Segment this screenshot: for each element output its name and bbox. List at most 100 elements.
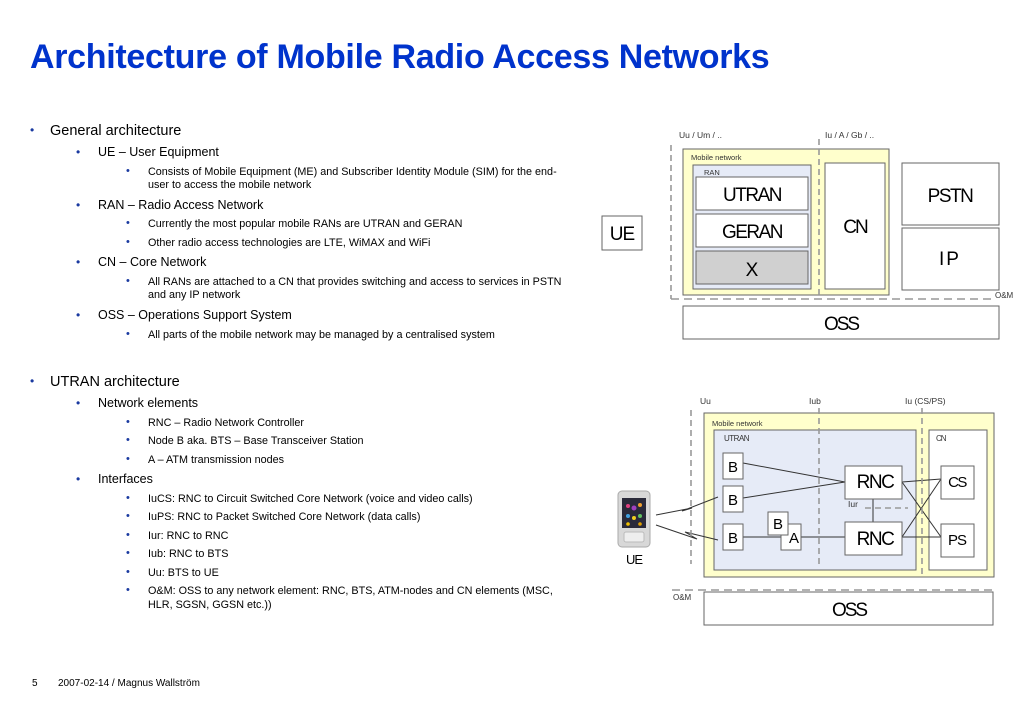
bullet-dot-icon: • [126,547,130,560]
bullets-utran: •UTRAN architecture • Network elements • R… [30,373,590,612]
bullet-text: Other radio access technologies are LTE,… [148,236,431,249]
link-b2-rnc1 [742,481,846,499]
bullet-l2: •Interfaces [30,472,590,488]
bullet-dot-icon: • [76,255,81,270]
bullet-dot-icon: • [30,374,35,388]
bullets-general: •General architecture • UE – User Equipme… [30,122,590,342]
ue-label: UE [610,224,635,245]
node-b-2 [722,485,744,513]
bullet-l3: • O&M: OSS to any network element: RNC, B… [30,584,590,612]
rnc-label: RNC [857,529,894,550]
bullet-dot-icon: • [126,510,130,523]
bullet-dot-icon: • [126,491,130,504]
bullet-dot-icon: • [76,145,81,160]
bullet-l2: • CN – Core Network [30,255,590,271]
node-b-1 [722,452,744,480]
utran-label: UTRAN [723,185,782,206]
bullet-l3: • All RANs are attached to a CN that prov… [30,274,590,303]
bullet-l3: • Iur: RNC to RNC [30,528,590,543]
bullet-dot-icon: • [76,197,81,212]
rnc-label: RNC [857,472,894,493]
bullet-text: All RANs are attached to a CN that provi… [148,275,562,302]
bullet-dot-icon: • [126,415,130,428]
interface-label-uu: Uu [700,396,711,406]
bullet-dot-icon: • [126,235,130,248]
bullet-dot-icon: • [126,217,130,230]
utran-label: UTRAN [724,434,750,443]
ue-label: UE [626,552,643,567]
bullet-text: IuPS: RNC to Packet Switched Core Networ… [148,511,421,524]
bullet-l1: •UTRAN architecture [30,373,590,391]
bullet-l2: • UE – User Equipment [30,145,590,161]
bullet-text: A – ATM transmission nodes [148,453,285,466]
ip-box [901,227,1000,291]
bullet-l3: •Currently the most popular mobile RANs … [30,217,590,231]
bullet-l3: • Consists of Mobile Equipment (ME) and S… [30,164,590,193]
bullet-text: Iur: RNC to RNC [148,529,229,542]
x-box [695,250,809,285]
bullet-dot-icon: • [76,307,81,322]
atm-node-label: A [789,530,799,547]
bullet-text: RNC – Radio Network Controller [148,416,305,429]
link-b1-rnc1 [742,462,846,483]
bullet-text: Iub: RNC to BTS [148,548,229,561]
bullet-l3: • Iub: RNC to BTS [30,547,590,561]
node-b-label: B [773,516,783,533]
node-b-4 [767,511,789,536]
bullet-l3: • Other radio access technologies are LTE… [30,235,590,250]
bullet-dot-icon: • [76,472,81,487]
bullet-text: CN – Core Network [98,255,207,270]
ps-label: PS [948,532,967,549]
bullet-dot-icon: • [126,528,130,541]
bullet-text: UE – User Equipment [98,145,219,160]
rnc-2 [844,521,903,556]
bullet-text: O&M: OSS to any network element: RNC, BT… [148,585,553,611]
slide-title: Architecture of Mobile Radio Access Netw… [30,38,770,76]
bullet-text: OSS – Operations Support System [98,307,292,322]
bullet-l3: •Uu: BTS to UE [30,566,590,580]
bullet-text: Consists of Mobile Equipment (ME) and Su… [148,165,557,192]
footer-text: 2007-02-14 / Magnus Wallström [58,678,200,689]
bullet-text: IuCS: RNC to Circuit Switched Core Netwo… [148,492,473,505]
bullet-text: Network elements [98,396,199,411]
node-b-label: B [728,459,738,476]
cn-label: CN [843,217,868,238]
bullet-dot-icon: • [126,584,130,597]
bullet-dot-icon: • [126,274,130,287]
bullet-dot-icon: • [126,434,130,447]
bullet-l2: • OSS – Operations Support System [30,308,590,324]
bullet-l2: • RAN – Radio Access Network [30,198,590,214]
cs-label: CS [948,474,967,491]
radio-link-1 [655,496,719,516]
om-label: O&M [673,593,692,602]
x-label: X [746,260,759,281]
cs-box [940,465,975,500]
node-b-label: B [728,492,738,509]
bullet-dot-icon: • [126,164,130,177]
interface-label-iub: Iub [809,396,821,406]
bullet-text: RAN – Radio Access Network [98,197,264,212]
pstn-label: PSTN [928,186,973,207]
ip-label: IP [939,249,961,270]
bullet-l3: • A – ATM transmission nodes [30,452,590,467]
om-label: O&M [995,291,1014,300]
node-b-label: B [728,530,738,547]
ps-box [940,523,975,558]
bullet-l3: • RNC – Radio Network Controller [30,415,590,430]
bullet-text: Uu: BTS to UE [148,566,219,579]
ue-box [601,215,643,251]
node-b-3 [722,523,744,551]
mobile-network-label: Mobile network [712,419,763,428]
geran-label: GERAN [722,222,783,243]
bullet-dot-icon: • [126,452,130,465]
bullet-l1: •General architecture [30,122,590,140]
bullet-text: All parts of the mobile network may be m… [148,328,495,341]
rnc-1 [844,465,903,500]
geran-box [695,213,809,248]
pstn-box [901,162,1000,226]
iur-label: Iur [848,499,858,509]
utran-box [695,176,809,211]
cn-label: CN [936,434,947,443]
ran-label: RAN [704,168,720,177]
interface-label-iu: Iu / A / Gb / .. [825,130,874,140]
